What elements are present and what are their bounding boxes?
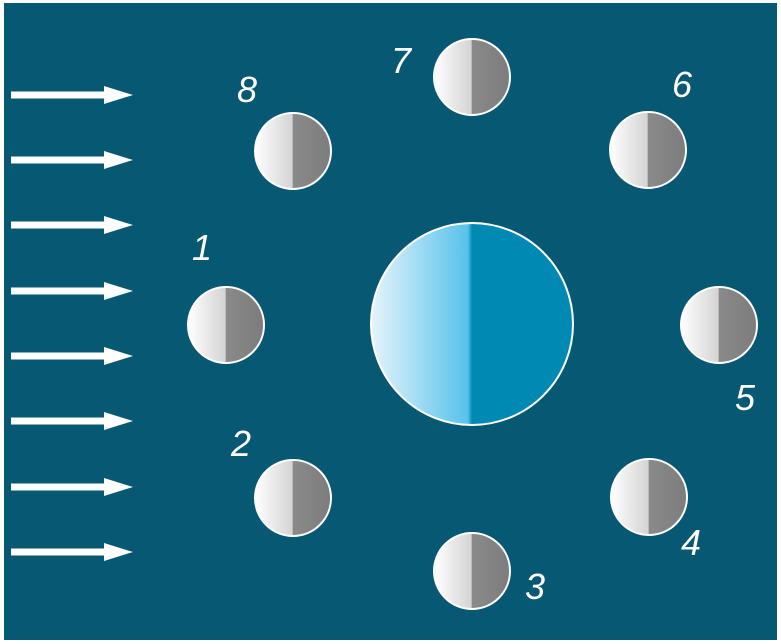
moon-6-circle xyxy=(610,112,686,188)
moon-label-4: 4 xyxy=(681,522,701,563)
moon-8-circle xyxy=(255,113,331,189)
moon-5-circle xyxy=(681,287,757,363)
moon-4-circle xyxy=(611,459,687,535)
moon-label-5: 5 xyxy=(735,377,756,418)
moon-1-circle xyxy=(188,287,264,363)
moon-label-7: 7 xyxy=(391,40,413,81)
moon-label-6: 6 xyxy=(672,64,693,105)
moon-2-circle xyxy=(255,460,331,536)
moon-label-3: 3 xyxy=(525,566,545,607)
moon-3-circle xyxy=(434,533,510,609)
earth-circle xyxy=(371,223,573,425)
moon-7-circle xyxy=(434,39,510,115)
moon-label-2: 2 xyxy=(230,423,251,464)
moon-label-1: 1 xyxy=(192,227,212,268)
moon-label-8: 8 xyxy=(237,69,257,110)
